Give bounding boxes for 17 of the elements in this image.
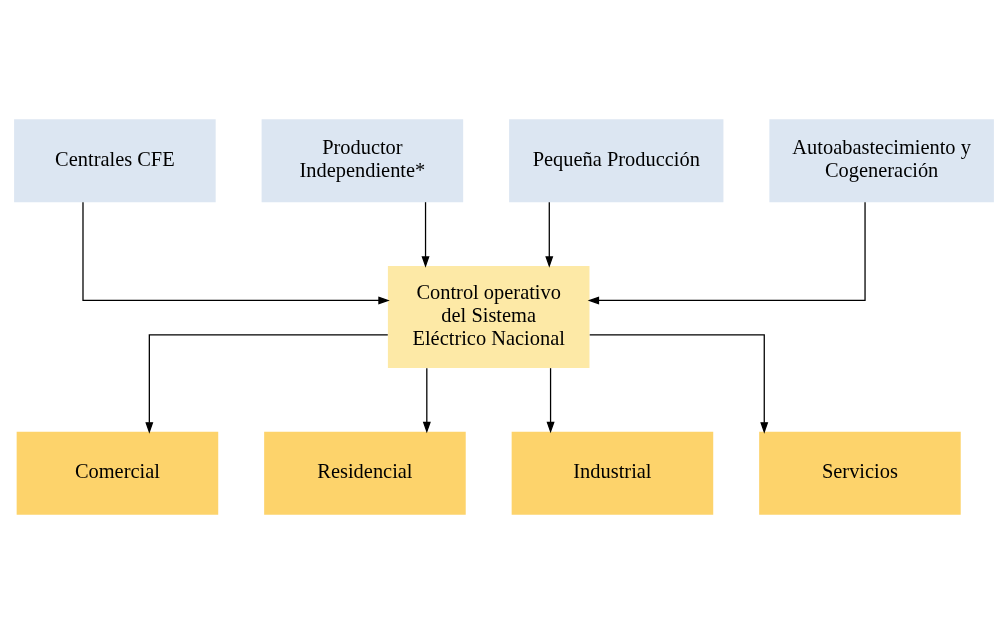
arrow (144, 333, 388, 434)
node-box: Residencial (263, 431, 466, 515)
node-box: Pequeña Producción (508, 118, 723, 202)
arrow (587, 201, 866, 304)
node-box: Comercial (16, 431, 218, 515)
arrow (422, 367, 431, 433)
arrow (421, 201, 430, 268)
node-box: Servicios (758, 431, 961, 515)
node-box: Centrales CFE (13, 118, 216, 202)
node-box: Productor Independiente* (261, 118, 463, 202)
arrow (544, 201, 553, 268)
arrow (546, 367, 555, 433)
arrow (81, 201, 390, 304)
arrow (588, 333, 768, 434)
node-box: Industrial (511, 431, 713, 515)
node-box: Autoabastecimiento y Cogeneración (768, 118, 994, 202)
node-box: Control operativo del Sistema Eléctrico Nacional (387, 265, 589, 368)
